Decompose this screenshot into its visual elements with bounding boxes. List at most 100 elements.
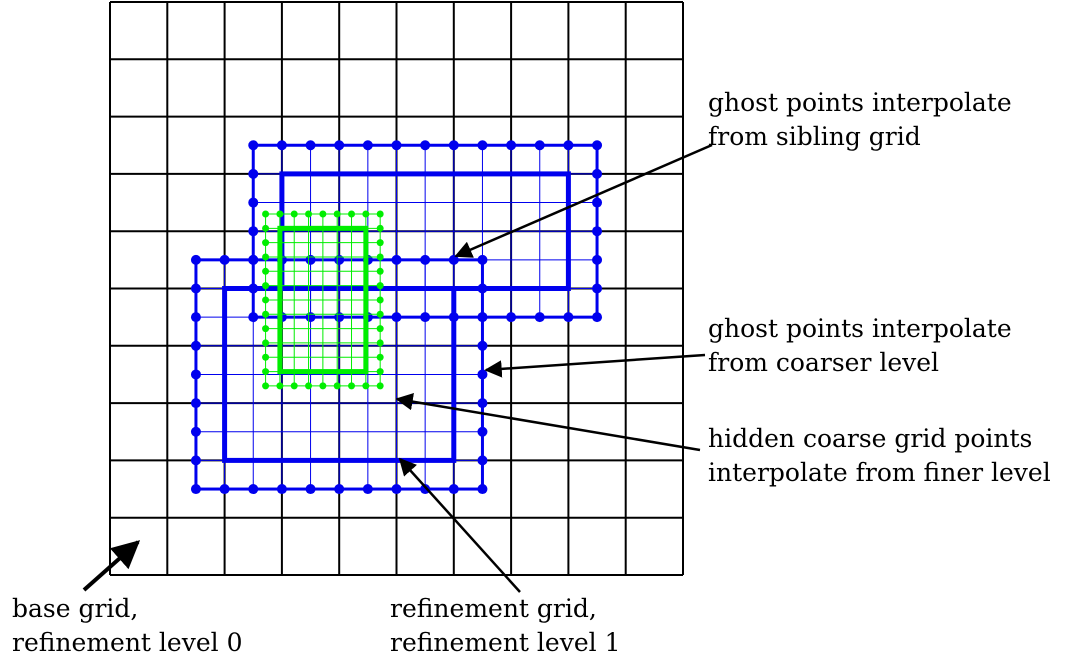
- level2-ghost-point: [376, 253, 384, 261]
- level1-grid-a-ghost-point: [592, 197, 603, 208]
- level1-grid-b-ghost-point: [276, 484, 287, 495]
- level2-ghost-point: [305, 382, 313, 390]
- arrow-sibling-ghost-points: [454, 143, 713, 258]
- level1-grid-b-ghost-point: [477, 254, 488, 265]
- annotation-line: refinement level 1: [390, 628, 621, 657]
- level1-grid-b-ghost-point: [391, 484, 402, 495]
- level1-grid-a-ghost-point: [592, 140, 603, 151]
- level2-ghost-point: [319, 382, 327, 390]
- level1-grid-b-ghost-point: [219, 254, 230, 265]
- level1-grid-a-ghost-point: [334, 312, 345, 323]
- level1-grid-a-ghost-point: [506, 312, 517, 323]
- level2-ghost-point: [262, 325, 270, 333]
- level1-grid-b-ghost-point: [477, 455, 488, 466]
- level1-grid-a-ghost-point: [248, 312, 259, 323]
- level2-ghost-point: [262, 210, 270, 218]
- level2-ghost-point: [262, 267, 270, 275]
- level1-grid-b-ghost-point: [190, 283, 201, 294]
- level1-grid-b-ghost-point: [190, 369, 201, 380]
- level1-grid-a-ghost-point: [592, 168, 603, 179]
- annotation-line: base grid,: [12, 594, 139, 623]
- level2-ghost-point: [305, 210, 313, 218]
- level1-grid-a-ghost-point: [506, 140, 517, 151]
- arrow-coarser-ghost-points: [484, 353, 706, 378]
- annotation-hidden-coarse-points: hidden coarse grid points interpolate fr…: [708, 422, 1051, 490]
- level1-grid-a-ghost-point: [592, 312, 603, 323]
- level1-grid-b-ghost-point: [362, 484, 373, 495]
- level1-grid-a-ghost-point: [534, 312, 545, 323]
- refinement-grid-level-1: [190, 140, 603, 495]
- level2-ghost-point: [262, 368, 270, 376]
- level1-grid-b-ghost-point: [190, 484, 201, 495]
- level1-grid-a-ghost-point: [563, 140, 574, 151]
- level1-grid-a-ghost-point: [420, 312, 431, 323]
- level2-ghost-point: [262, 382, 270, 390]
- level1-grid-a-ghost-point: [420, 140, 431, 151]
- level1-grid-b-ghost-point: [190, 455, 201, 466]
- level2-ghost-point: [262, 224, 270, 232]
- level1-grid-b-ghost-point: [477, 312, 488, 323]
- level2-ghost-point: [262, 253, 270, 261]
- level2-ghost-point: [376, 368, 384, 376]
- level1-grid-b-ghost-point: [190, 426, 201, 437]
- level1-grid-b-ghost-point: [477, 369, 488, 380]
- arrow-refinement-grid: [398, 457, 521, 593]
- level1-grid-a-ghost-point: [334, 140, 345, 151]
- level2-ghost-point: [276, 210, 284, 218]
- level2-ghost-point: [376, 325, 384, 333]
- annotation-line: interpolate from finer level: [708, 458, 1051, 487]
- level1-grid-b-ghost-point: [334, 254, 345, 265]
- level2-ghost-point: [262, 282, 270, 290]
- level1-grid-b-ghost-point: [190, 340, 201, 351]
- level2-ghost-point: [290, 210, 298, 218]
- annotation-line: ghost points interpolate: [708, 88, 1012, 117]
- level1-grid-a-ghost-point: [477, 140, 488, 151]
- level1-grid-b-ghost-point: [248, 484, 259, 495]
- level2-ghost-point: [348, 210, 356, 218]
- level2-ghost-point: [376, 296, 384, 304]
- level1-grid-b-ghost-point: [477, 426, 488, 437]
- level1-grid-a-ghost-point: [248, 197, 259, 208]
- annotation-base-grid: base grid, refinement level 0: [12, 592, 242, 660]
- annotation-line: refinement grid,: [390, 594, 597, 623]
- annotation-line: from coarser level: [708, 348, 940, 377]
- level2-ghost-point: [276, 382, 284, 390]
- level2-ghost-point: [262, 239, 270, 247]
- level1-grid-b-ghost-point: [420, 254, 431, 265]
- level1-grid-a-ghost-point: [592, 254, 603, 265]
- level1-grid-a-ghost-point: [305, 140, 316, 151]
- level1-grid-b-ghost-point: [248, 254, 259, 265]
- level1-grid-b-ghost-point: [305, 484, 316, 495]
- annotation-refinement-grid: refinement grid, refinement level 1: [390, 592, 620, 660]
- level1-grid-b-ghost-point: [219, 484, 230, 495]
- level2-ghost-point: [262, 339, 270, 347]
- level2-ghost-point: [262, 310, 270, 318]
- level1-grid-b-ghost-point: [334, 484, 345, 495]
- annotation-sibling-ghost-points: ghost points interpolate from sibling gr…: [708, 86, 1012, 154]
- arrow-hidden-coarse-points: [395, 392, 701, 452]
- annotation-coarser-ghost-points: ghost points interpolate from coarser le…: [708, 312, 1012, 380]
- level1-grid-b-ghost-point: [190, 254, 201, 265]
- level2-ghost-point: [262, 353, 270, 361]
- level2-ghost-point: [376, 210, 384, 218]
- annotation-line: hidden coarse grid points: [708, 424, 1033, 453]
- arrow-base-grid: [82, 540, 141, 592]
- level2-ghost-point: [333, 382, 341, 390]
- refinement-grid-level-2: [262, 210, 384, 390]
- level1-grid-a-ghost-point: [563, 312, 574, 323]
- level2-ghost-point: [376, 239, 384, 247]
- level1-grid-a-ghost-point: [362, 140, 373, 151]
- level1-grid-a-ghost-point: [305, 312, 316, 323]
- annotation-line: ghost points interpolate: [708, 314, 1012, 343]
- level1-grid-b-ghost-point: [190, 312, 201, 323]
- level1-grid-b-ghost-point: [477, 398, 488, 409]
- level2-ghost-point: [376, 267, 384, 275]
- annotation-arrows: [82, 143, 713, 593]
- level2-ghost-point: [362, 382, 370, 390]
- level1-grid-b-ghost-point: [477, 340, 488, 351]
- level1-grid-a-ghost-point: [276, 140, 287, 151]
- level1-grid-b-boundary: [222, 286, 457, 463]
- level2-ghost-point: [376, 382, 384, 390]
- level2-ghost-point: [376, 310, 384, 318]
